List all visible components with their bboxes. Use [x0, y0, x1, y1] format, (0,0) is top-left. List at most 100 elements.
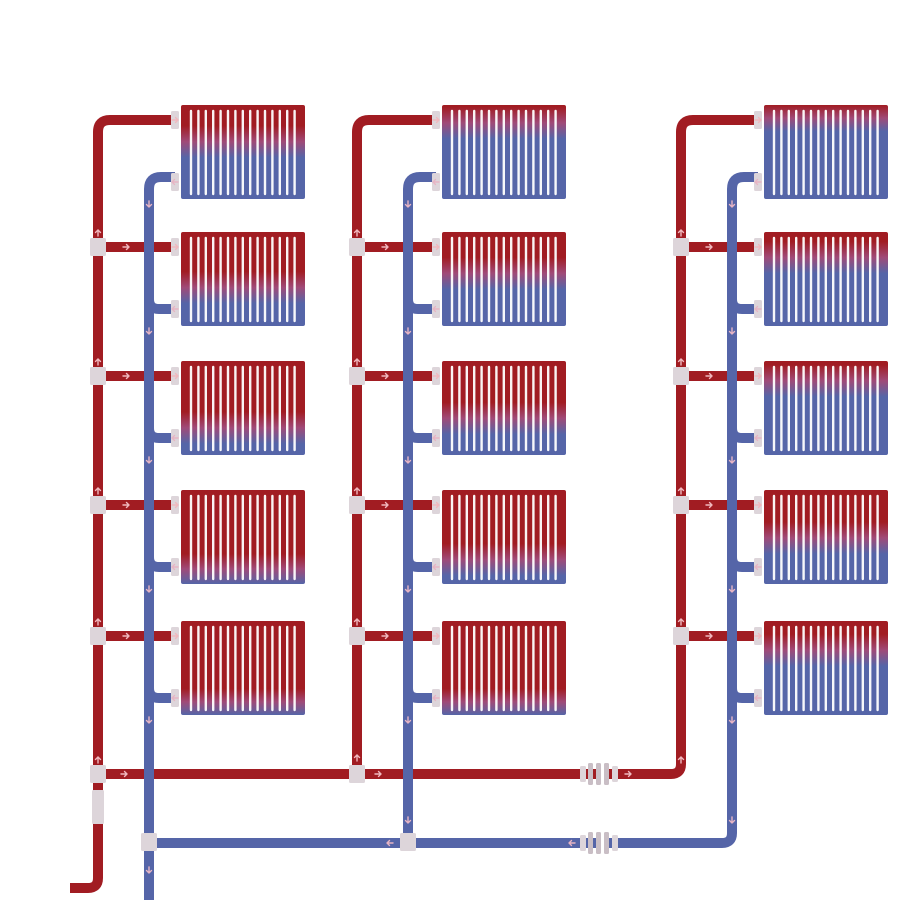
flow-arrow-icon [353, 618, 361, 626]
flow-arrow-icon [754, 501, 762, 509]
flow-arrow-icon [171, 501, 179, 509]
supply-pipe-network [70, 115, 758, 893]
flow-arrow-icon [754, 632, 762, 640]
tee-fitting [90, 765, 106, 783]
flow-arrow-icon [381, 632, 389, 640]
supply-riser [676, 115, 758, 641]
flow-arrow-icon [705, 243, 713, 251]
flow-arrow-icon [404, 327, 412, 335]
tee-fitting [673, 496, 689, 514]
flow-arrow-icon [171, 434, 179, 442]
flow-arrow-icon [171, 243, 179, 251]
supply-main-to-riser-3 [606, 641, 686, 779]
flow-arrow-icon [145, 456, 153, 464]
return-riser [144, 172, 175, 843]
flow-arrow-icon [122, 632, 130, 640]
coupling-flange [580, 835, 586, 851]
flow-arrow-icon [381, 501, 389, 509]
flow-arrow-icon [754, 372, 762, 380]
flow-arrow-icon [122, 501, 130, 509]
return-branch [144, 298, 175, 314]
flow-arrow-icon [381, 243, 389, 251]
coupling-flange [604, 832, 609, 854]
flow-arrow-icon [94, 618, 102, 626]
return-branch [403, 427, 436, 443]
flow-arrow-icon [705, 501, 713, 509]
flow-arrow-icon [353, 754, 361, 762]
flow-arrow-icon [728, 816, 736, 824]
flow-arrow-icon [171, 372, 179, 380]
flow-arrow-icon [432, 563, 440, 571]
flow-arrow-icon [705, 372, 713, 380]
pipe-sleeve [92, 790, 104, 824]
flow-arrow-icon [94, 358, 102, 366]
return-riser [727, 172, 758, 698]
flow-arrow-icon [677, 618, 685, 626]
tee-fitting [673, 238, 689, 256]
supply-riser [352, 115, 436, 774]
flow-arrow-icon [432, 116, 440, 124]
flow-arrow-icon [754, 305, 762, 313]
flow-arrow-icon [94, 229, 102, 237]
flow-arrow-icon [432, 305, 440, 313]
flow-arrow-icon [145, 585, 153, 593]
flow-arrow-icon [432, 372, 440, 380]
tee-fitting [90, 627, 106, 645]
flow-arrow-icon [353, 229, 361, 237]
flow-arrow-icon [677, 358, 685, 366]
return-branch [727, 687, 758, 703]
return-main-from-riser-3 [606, 698, 737, 848]
flow-arrow-icon [386, 839, 394, 847]
return-riser [403, 172, 436, 843]
flow-arrow-icon [432, 632, 440, 640]
flow-arrow-icon [381, 372, 389, 380]
flow-arrow-icon [754, 178, 762, 186]
flow-arrow-icon [404, 816, 412, 824]
coupling-flange [588, 832, 593, 854]
return-branch [403, 298, 436, 314]
tee-fitting [141, 833, 157, 851]
flow-arrows-group [94, 116, 762, 874]
flow-arrow-icon [122, 372, 130, 380]
coupling-flange [612, 835, 618, 851]
tee-fitting [400, 833, 416, 851]
flow-arrow-icon [754, 243, 762, 251]
flow-arrow-icon [754, 694, 762, 702]
flow-arrow-icon [171, 632, 179, 640]
flow-arrow-icon [728, 200, 736, 208]
flow-arrow-icon [728, 327, 736, 335]
flow-arrow-icon [432, 694, 440, 702]
flow-arrow-icon [728, 585, 736, 593]
tee-fitting [349, 367, 365, 385]
flow-arrow-icon [94, 756, 102, 764]
radiator-group [181, 105, 888, 715]
return-branch [144, 427, 175, 443]
return-branch [727, 427, 758, 443]
coupling-flange [604, 763, 609, 785]
coupling-flange [580, 766, 586, 782]
flow-arrow-icon [432, 434, 440, 442]
return-branch [144, 687, 175, 703]
flow-arrow-icon [677, 487, 685, 495]
tee-fitting [673, 367, 689, 385]
flow-arrow-icon [404, 456, 412, 464]
coupling-flange [596, 763, 601, 785]
tee-fitting [349, 765, 365, 783]
tee-fitting [349, 496, 365, 514]
flow-arrow-icon [171, 178, 179, 186]
flow-arrow-icon [432, 243, 440, 251]
flow-arrow-icon [145, 327, 153, 335]
flow-arrow-icon [404, 585, 412, 593]
tee-fitting [90, 367, 106, 385]
tee-fitting [349, 238, 365, 256]
tee-fitting [673, 627, 689, 645]
flow-arrow-icon [145, 200, 153, 208]
return-branch [727, 556, 758, 572]
flow-arrow-icon [94, 487, 102, 495]
return-branch [727, 298, 758, 314]
supply-riser [93, 115, 175, 774]
flow-arrow-icon [171, 563, 179, 571]
flow-arrow-icon [145, 716, 153, 724]
tee-fitting [90, 496, 106, 514]
